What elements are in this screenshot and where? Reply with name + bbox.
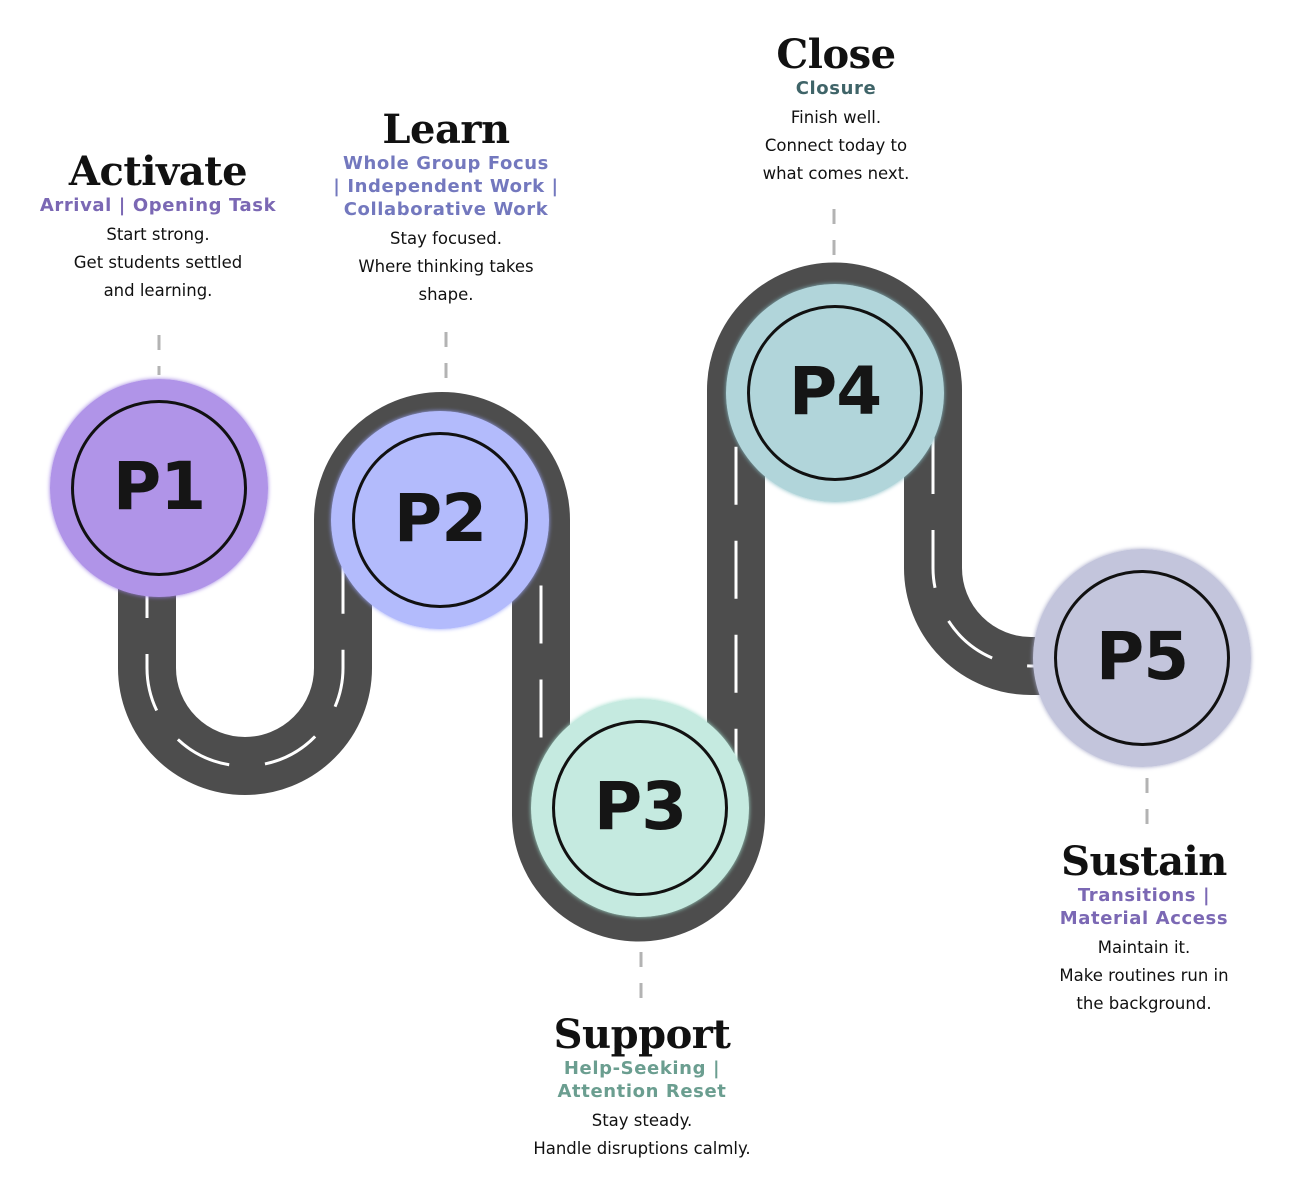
phase-subtitle: Arrival | Opening Task (39, 195, 277, 216)
phase-text-sustain: Sustain Transitions | Material Access Ma… (994, 840, 1294, 1018)
subtitle-line: Material Access (1059, 908, 1229, 929)
phase-title: Close (776, 31, 896, 78)
phase-circle-p1: P1 (50, 379, 268, 597)
phase-title: Activate (68, 148, 248, 195)
phase-label: P2 (393, 479, 487, 557)
description-line: Finish well. (790, 108, 882, 127)
phase-subtitle: Whole Group Focus | Independent Work | C… (296, 152, 596, 221)
subtitle-line: Help-Seeking | (563, 1058, 721, 1079)
phase-title: Support (553, 1011, 731, 1058)
phase-circle-p5: P5 (1033, 549, 1251, 767)
circle-ring (552, 720, 728, 896)
phase-description: Stay steady. Handle disruptions calmly. (482, 1107, 802, 1163)
circle-ring (352, 432, 528, 608)
phase-text-close: Close Closure Finish well. Connect today… (686, 33, 986, 188)
phase-subtitle: Help-Seeking | Attention Reset (482, 1057, 802, 1103)
description-line: what comes next. (762, 164, 910, 183)
description-line: Start strong. (106, 225, 210, 244)
subtitle-line: | Independent Work | (333, 176, 559, 197)
subtitle-line: Whole Group Focus (343, 153, 549, 174)
description-line: Make routines run in (1059, 966, 1229, 985)
subtitle-line: Transitions | (1077, 885, 1211, 906)
phase-label: P1 (112, 447, 206, 525)
phase-description: Maintain it. Make routines run in the ba… (994, 934, 1294, 1018)
phase-text-learn: Learn Whole Group Focus | Independent Wo… (296, 108, 596, 309)
description-line: shape. (418, 285, 474, 304)
circle-ring (1054, 570, 1230, 746)
circle-ring (747, 305, 923, 481)
phase-title: Learn (382, 106, 510, 153)
phase-text-activate: Activate Arrival | Opening Task Start st… (8, 150, 308, 305)
phase-text-support: Support Help-Seeking | Attention Reset S… (482, 1013, 802, 1163)
description-line: Handle disruptions calmly. (533, 1139, 751, 1158)
phase-description: Finish well. Connect today to what comes… (686, 104, 986, 188)
phase-subtitle: Closure (795, 78, 877, 99)
description-line: Connect today to (764, 136, 908, 155)
phase-label: P4 (788, 352, 882, 430)
phase-description: Stay focused. Where thinking takes shape… (296, 225, 596, 309)
phase-title: Sustain (1061, 838, 1227, 885)
description-line: and learning. (103, 281, 213, 300)
description-line: Where thinking takes (358, 257, 534, 276)
phase-circle-p3: P3 (531, 699, 749, 917)
phase-description: Start strong. Get students settled and l… (8, 221, 308, 305)
description-line: Maintain it. (1097, 938, 1191, 957)
phase-label: P5 (1095, 617, 1189, 695)
description-line: the background. (1076, 994, 1212, 1013)
description-line: Stay focused. (390, 229, 502, 248)
phase-circle-p4: P4 (726, 284, 944, 502)
phase-label: P3 (593, 767, 687, 845)
description-line: Get students settled (73, 253, 243, 272)
subtitle-line: Attention Reset (557, 1081, 727, 1102)
subtitle-line: Collaborative Work (343, 199, 549, 220)
connector-lines (157, 209, 1149, 1002)
phase-subtitle: Transitions | Material Access (994, 884, 1294, 930)
description-line: Stay steady. (591, 1111, 693, 1130)
circle-ring (71, 400, 247, 576)
phase-circle-p2: P2 (331, 411, 549, 629)
